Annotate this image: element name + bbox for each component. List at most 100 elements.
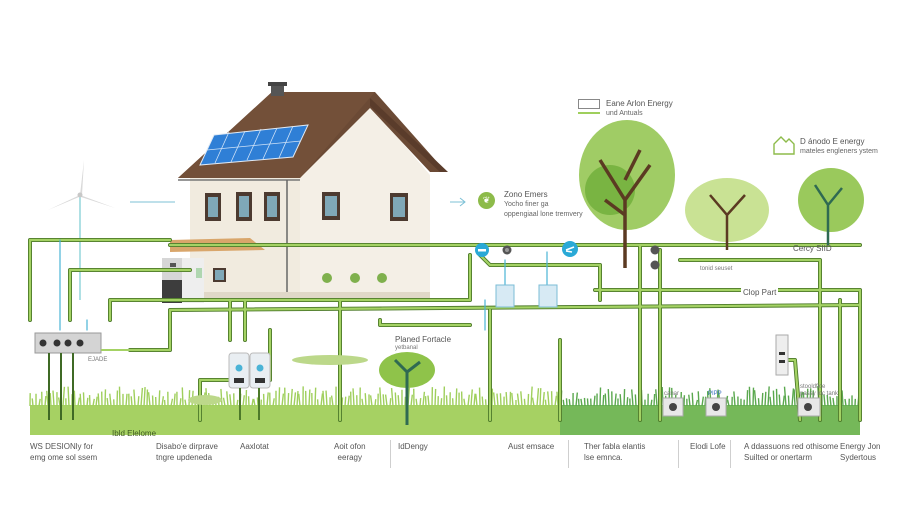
grass-blade [397,395,400,407]
caption-line: tngre updeneda [156,453,213,462]
grass-blade [455,388,458,407]
grass-blade [143,386,146,407]
wind-turbine-icon [48,160,115,300]
grass-blade [62,386,66,407]
grass-blade [374,399,377,407]
grass-blade [173,393,176,407]
grass-blade [31,398,34,407]
grass-blade [170,398,174,407]
grass-blade [623,389,626,407]
grass-blade [575,392,579,407]
meter-note-3b: passy loc tank [800,391,839,397]
valve-icon [650,260,660,270]
trees [188,120,864,425]
grass-blade [697,391,700,407]
grass-blade [344,396,347,407]
caption-line: Aoit ofon [334,442,366,451]
grass-blade [325,390,328,407]
grass-blade [390,388,394,407]
caption-line: eeragy [337,453,363,462]
grass-blade [242,395,245,407]
pipe-valves [475,241,660,270]
grass-blade [125,393,128,407]
grass-blade [841,390,844,407]
panel-note-label: EJADE [88,357,108,363]
accent-underline [578,112,600,114]
heat-pump-unit [162,258,204,303]
grass-label: Ibld Elelome [112,429,157,438]
leaf-icon: ❦ [478,192,495,209]
grass-blade [106,398,109,407]
tree-icon [798,168,864,245]
grass-blade [746,390,749,407]
grass-blade [631,389,634,407]
caption-divider [730,440,731,468]
grass-blade [161,396,165,407]
grass-blade [536,388,540,407]
callout-d-anodo-energy: D ánodo E energy mateles engleners ystem [772,136,878,157]
grass-blade [496,393,499,407]
grass-blade [778,394,781,407]
grass-blade [467,394,470,407]
grass-blade [791,388,795,407]
grass-blade [470,389,473,407]
grass-blade [364,393,367,407]
ground-meters [662,334,821,417]
grass-blade [599,387,602,407]
grass-blade [419,398,422,407]
caption-5: IdDengy [398,441,428,452]
callout-subtitle-2: oppengiaal lone tremvery [504,211,583,218]
grass-blade [823,394,826,407]
grass-blade [314,387,317,407]
grass-blade [793,389,796,407]
grass-blade [844,398,847,407]
grass-blade [181,387,184,407]
grass-blade [188,390,191,407]
grass-blade [634,394,637,407]
grass-blade [384,394,388,407]
grass-blade [505,391,508,407]
grass-blade [626,397,629,407]
grass-blade [542,391,545,407]
grass-blade [281,393,285,407]
callout-subtitle: Yocho finer ga [504,201,549,208]
grass-blade [79,393,82,407]
grass-blade [440,398,443,407]
meter-note-1: canar [664,391,680,397]
arrow-right-icon [450,197,466,207]
grass-blade [688,394,691,407]
grass-blade [82,392,85,407]
grass-blade [748,386,751,407]
grass-blade [527,393,530,407]
cercy-sid-label: Cercy SIID [793,244,832,253]
grass-blade [320,393,324,407]
grass-blade [86,397,89,407]
grass-blade [394,392,397,407]
meter-note-2: PIPP [708,391,722,397]
caption-4: Aoit ofon eeragy [334,441,366,463]
caption-line: Energy Jon [840,442,881,451]
grass-blade [829,396,832,407]
grass-blade [118,386,121,407]
grass-blade [266,392,269,407]
grass-blade [655,389,658,407]
callout-title: D ánodo E energy [800,137,865,146]
grass-blade [726,399,730,407]
grass-blade [607,389,610,407]
grass-blade [583,397,586,407]
callout-arlon-energy: Eane Arlon Energy und Antuals [578,99,673,119]
grass-blade [556,391,559,407]
planted-fortacle-label: Planed Fortacle [395,335,452,344]
building-icon [578,99,600,109]
grass-blade [92,398,95,407]
grass-blade [650,399,653,407]
house [162,82,448,303]
caption-line: A ddassuons red othisome [744,442,839,451]
grass-blade [256,397,259,407]
caption-divider [568,440,569,468]
grass-blade [52,390,55,407]
grass-blade [614,393,617,407]
grass-blade [369,395,373,407]
grass-blade [293,392,297,407]
